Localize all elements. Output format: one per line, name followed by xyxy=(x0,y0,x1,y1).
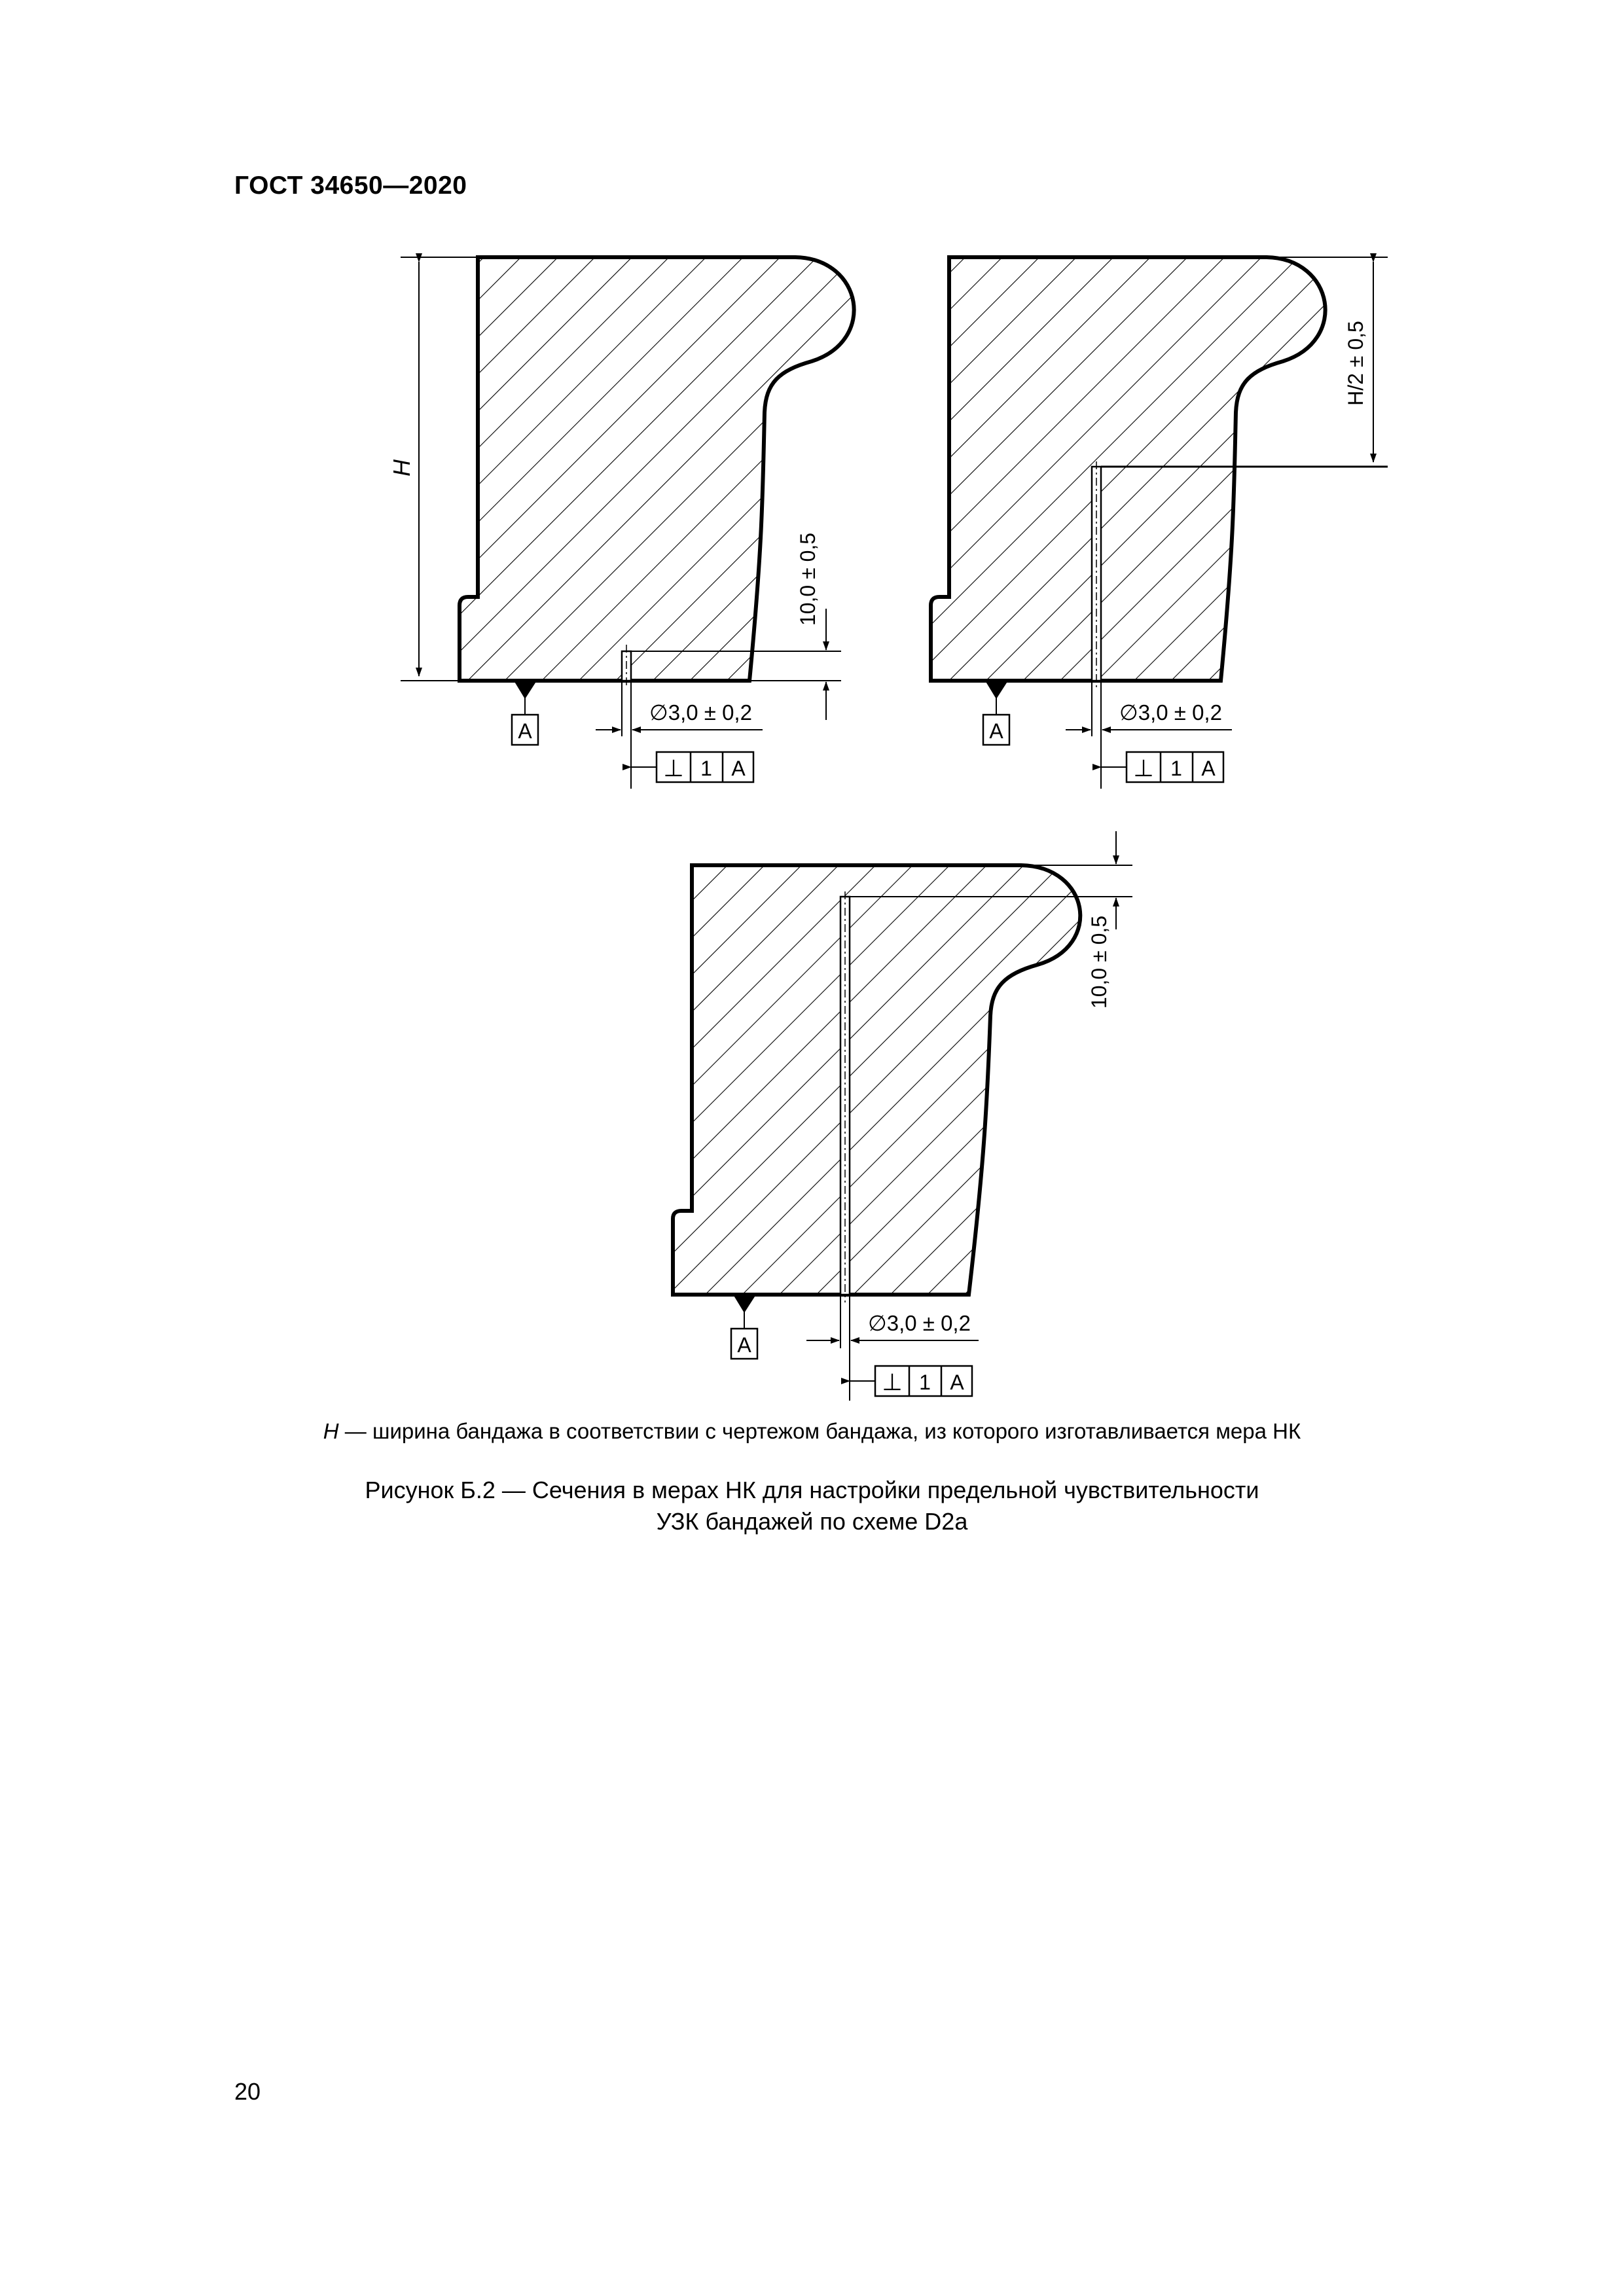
section-right-datum: A xyxy=(989,719,1003,743)
section-right: H/2 ± 0,5 ∅3,0 ± 0,2 A ⊥ 1 A xyxy=(929,253,1388,789)
section-right-half-label: H/2 ± 0,5 xyxy=(1344,321,1367,406)
section-bottom-body xyxy=(671,863,1083,1297)
section-left-tol-datum: A xyxy=(731,757,746,780)
section-bottom-tol-datum: A xyxy=(950,1371,964,1394)
section-right-diameter-label: ∅3,0 ± 0,2 xyxy=(1119,700,1222,725)
page-number: 20 xyxy=(234,2078,261,2105)
section-left-tol-value: 1 xyxy=(700,757,712,780)
document-header: ГОСТ 34650—2020 xyxy=(234,171,467,200)
section-bottom: 10,0 ± 0,5 ∅3,0 ± 0,2 A ⊥ 1 A xyxy=(671,831,1132,1401)
section-left: H 10,0 ± 0,5 ∅3,0 ± 0,2 A ⊥ 1 A xyxy=(388,253,856,789)
section-bottom-tol-symbol: ⊥ xyxy=(882,1369,902,1395)
section-right-body xyxy=(929,255,1327,683)
section-bottom-tol-value: 1 xyxy=(919,1371,931,1394)
caption-line-2: УЗК бандажей по схеме D2a xyxy=(656,1508,968,1535)
section-left-body xyxy=(458,255,856,683)
figure-note: H — ширина бандажа в соответствии с черт… xyxy=(0,1419,1624,1444)
section-right-tol-datum: A xyxy=(1201,757,1216,780)
section-bottom-datum: A xyxy=(737,1333,751,1357)
section-left-datum: A xyxy=(518,719,532,743)
section-left-diameter-label: ∅3,0 ± 0,2 xyxy=(649,700,752,725)
figure-caption: Рисунок Б.2 — Сечения в мерах НК для нас… xyxy=(0,1475,1624,1537)
section-right-tol-value: 1 xyxy=(1170,757,1182,780)
section-left-depth-label: 10,0 ± 0,5 xyxy=(796,533,820,626)
note-text: — ширина бандажа в соответствии с чертеж… xyxy=(338,1419,1301,1443)
section-bottom-depth-label: 10,0 ± 0,5 xyxy=(1087,916,1111,1009)
note-variable: H xyxy=(323,1419,339,1443)
section-left-tol-symbol: ⊥ xyxy=(663,755,683,781)
caption-line-1: Рисунок Б.2 — Сечения в мерах НК для нас… xyxy=(365,1477,1259,1503)
section-bottom-diameter-label: ∅3,0 ± 0,2 xyxy=(868,1311,971,1335)
section-left-h-label: H xyxy=(388,459,415,476)
section-right-tol-symbol: ⊥ xyxy=(1133,755,1153,781)
